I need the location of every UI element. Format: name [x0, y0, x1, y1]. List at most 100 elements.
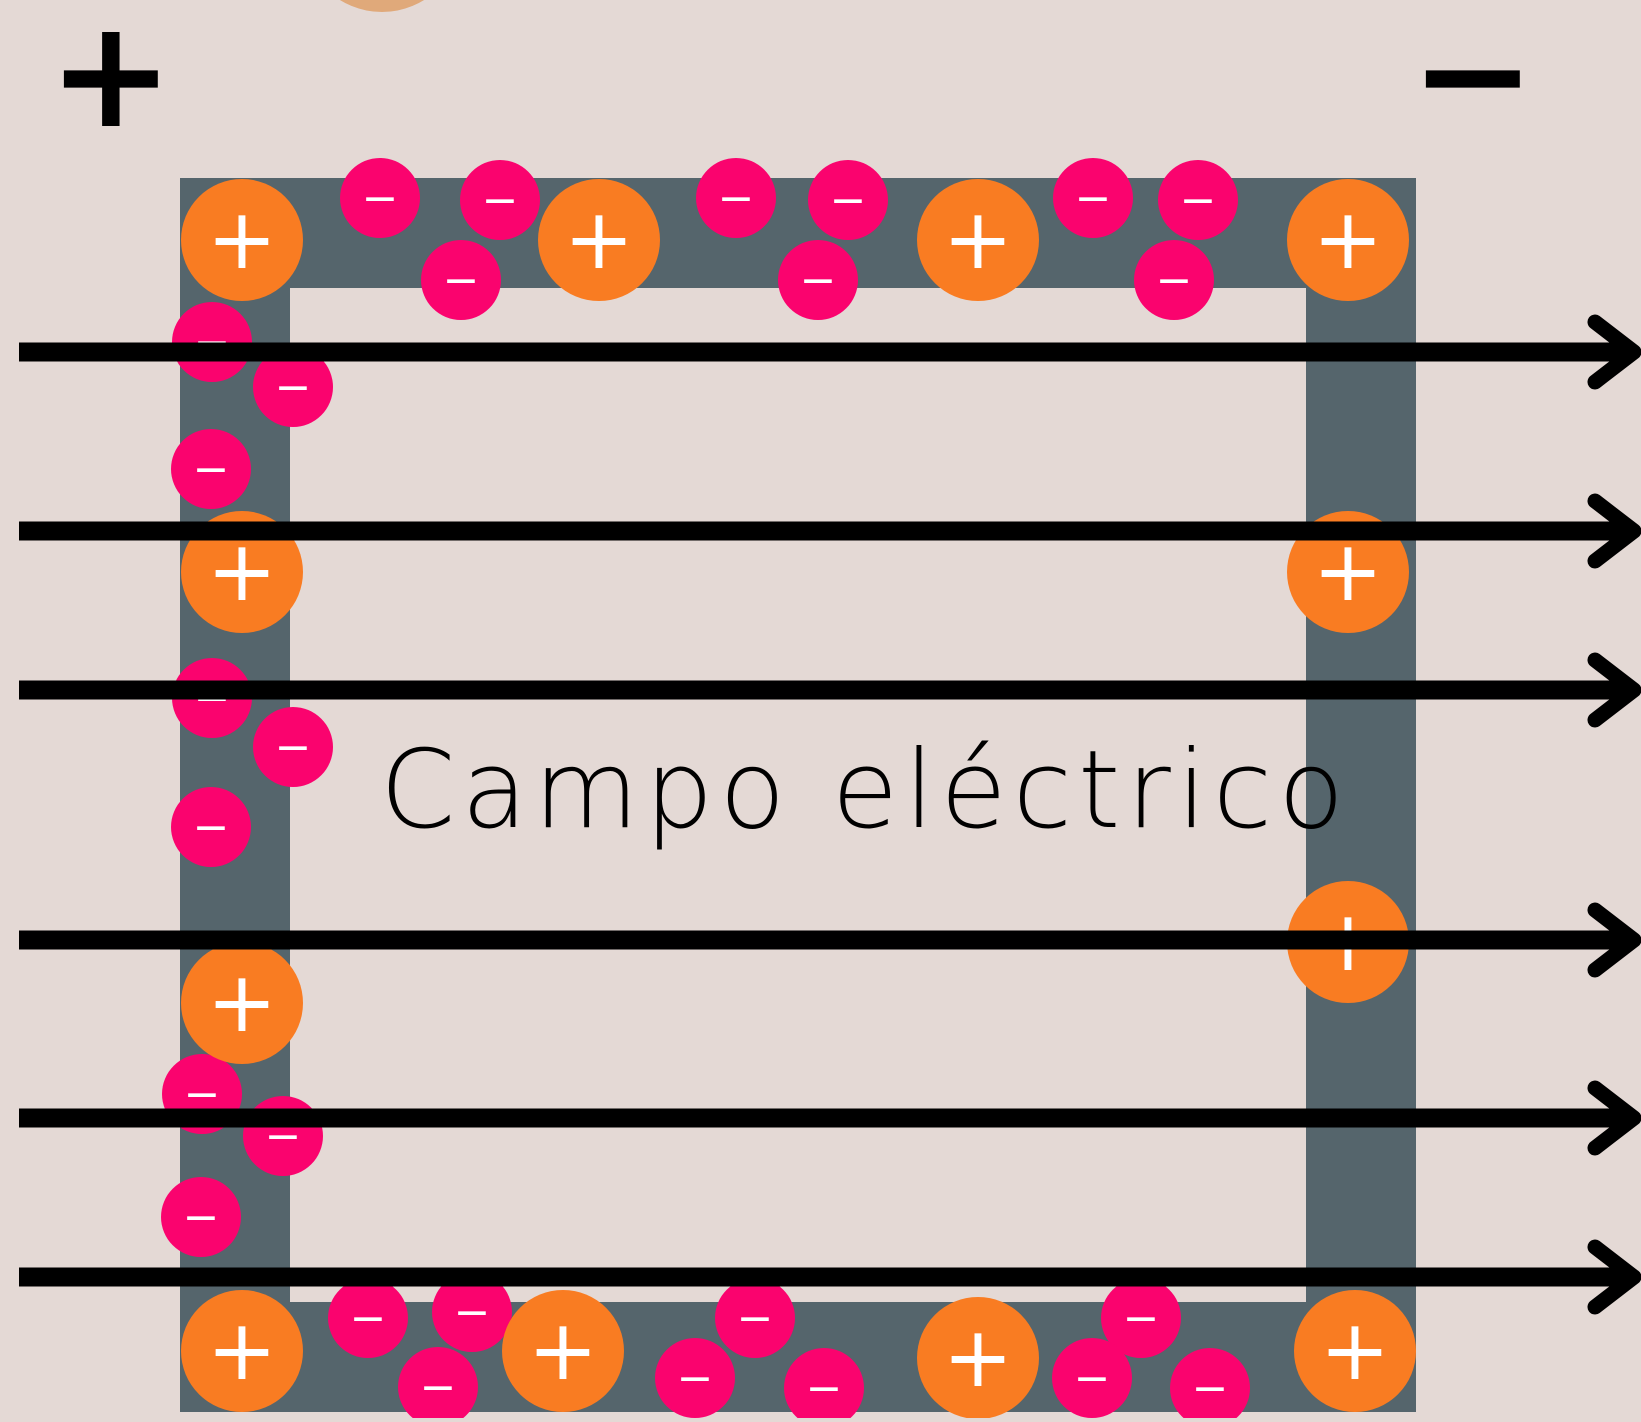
positive-charge-body	[502, 1290, 624, 1412]
negative-charge-body	[172, 302, 252, 382]
field-line-arrowhead	[1587, 493, 1641, 569]
negative-charge: −	[696, 158, 776, 238]
negative-charge-body	[1053, 158, 1133, 238]
negative-charge: −	[398, 1347, 478, 1422]
positive-charge-sign: +	[207, 190, 277, 288]
negative-charge-sign: −	[806, 1363, 843, 1414]
negative-charge-body	[432, 1272, 512, 1352]
positive-charge: +	[502, 1290, 624, 1412]
negative-charge: −	[1101, 1278, 1181, 1358]
negative-charge-body	[655, 1338, 735, 1418]
negative-charge-sign: −	[1180, 175, 1217, 226]
negative-charge: −	[421, 240, 501, 320]
positive-charge: +	[181, 942, 303, 1064]
negative-charge: −	[1052, 1338, 1132, 1418]
negative-charge: −	[715, 1278, 795, 1358]
negative-charge-sign: −	[1156, 255, 1193, 306]
negative-charge-sign: −	[362, 173, 399, 224]
negative-charge-body	[340, 158, 420, 238]
negative-charge-sign: −	[1074, 1353, 1111, 1404]
negative-charge-body	[1134, 240, 1214, 320]
negative-charge-body	[715, 1278, 795, 1358]
negative-charge: −	[253, 347, 333, 427]
negative-charge-sign: −	[454, 1287, 491, 1338]
negative-charge: −	[161, 1177, 241, 1257]
negative-charge: −	[778, 240, 858, 320]
negative-charge-sign: −	[420, 1362, 457, 1413]
positive-charge-body	[917, 1297, 1039, 1419]
field-line	[19, 902, 1641, 978]
field-line-arrowhead	[1587, 1239, 1641, 1315]
negative-charge-body	[171, 429, 251, 509]
negative-charge: −	[340, 158, 420, 238]
field-line-arrowhead	[1587, 1080, 1641, 1156]
field-line	[19, 314, 1641, 390]
positive-charge-sign: +	[1320, 1301, 1390, 1399]
positive-charge: +	[181, 1290, 303, 1412]
positive-charge-body	[1294, 1290, 1416, 1412]
positive-charge: +	[917, 179, 1039, 301]
positive-charge-body	[538, 179, 660, 301]
negative-charge-sign: −	[737, 1293, 774, 1344]
positive-charge-body	[181, 511, 303, 633]
negative-charge-sign: −	[482, 175, 519, 226]
negative-charge: −	[253, 707, 333, 787]
negative-charge-sign: −	[718, 173, 755, 224]
negative-charge: −	[460, 160, 540, 240]
negative-terminal-label: −	[1410, 0, 1536, 162]
negative-charge-body	[1158, 160, 1238, 240]
field-line	[19, 652, 1641, 728]
negative-charge-sign: −	[193, 444, 230, 495]
negative-charge: −	[172, 302, 252, 382]
negative-charge-sign: −	[350, 1293, 387, 1344]
negative-charge-sign: −	[193, 802, 230, 853]
negative-charge-sign: −	[1075, 173, 1112, 224]
negative-charge: −	[432, 1272, 512, 1352]
positive-charge-body	[1287, 179, 1409, 301]
negative-charge-body	[1170, 1348, 1250, 1422]
positive-charge-body	[917, 179, 1039, 301]
negative-charge: −	[171, 787, 251, 867]
negative-charge-body	[696, 158, 776, 238]
top-partial-circle	[339, 0, 425, 12]
positive-charge-sign: +	[207, 953, 277, 1051]
negative-charge-body	[253, 707, 333, 787]
negative-charge-sign: −	[830, 175, 867, 226]
negative-charge: −	[1158, 160, 1238, 240]
negative-charge-body	[778, 240, 858, 320]
negative-charge-body	[784, 1348, 864, 1422]
negative-charge: −	[655, 1338, 735, 1418]
positive-charge-body	[1287, 511, 1409, 633]
field-line	[19, 1080, 1641, 1156]
negative-charge-sign: −	[183, 1192, 220, 1243]
negative-charge: −	[784, 1348, 864, 1422]
negative-charge-body	[161, 1177, 241, 1257]
field-line-arrowhead	[1587, 902, 1641, 978]
negative-charge-sign: −	[275, 362, 312, 413]
electric-field-label: Campo eléctrico	[380, 728, 1351, 853]
negative-charge: −	[1170, 1348, 1250, 1422]
positive-charge: +	[1294, 1290, 1416, 1412]
negative-charge: −	[243, 1096, 323, 1176]
positive-charge-sign: +	[564, 190, 634, 288]
positive-charge: +	[917, 1297, 1039, 1419]
negative-charge: −	[808, 160, 888, 240]
positive-charge-body	[181, 179, 303, 301]
negative-charge-body	[808, 160, 888, 240]
negative-charge-body	[328, 1278, 408, 1358]
negative-charge-sign: −	[1123, 1293, 1160, 1344]
positive-charge: +	[181, 179, 303, 301]
negative-charge-sign: −	[443, 255, 480, 306]
positive-charge-sign: +	[943, 1308, 1013, 1406]
positive-terminal-label: +	[48, 0, 174, 162]
positive-charge-body	[181, 1290, 303, 1412]
positive-charge-sign: +	[528, 1301, 598, 1399]
negative-charge: −	[1134, 240, 1214, 320]
negative-charge-sign: −	[1192, 1363, 1229, 1414]
negative-charge: −	[1053, 158, 1133, 238]
negative-charge-body	[398, 1347, 478, 1422]
field-line-arrowhead	[1587, 314, 1641, 390]
field-line-arrowhead	[1587, 652, 1641, 728]
